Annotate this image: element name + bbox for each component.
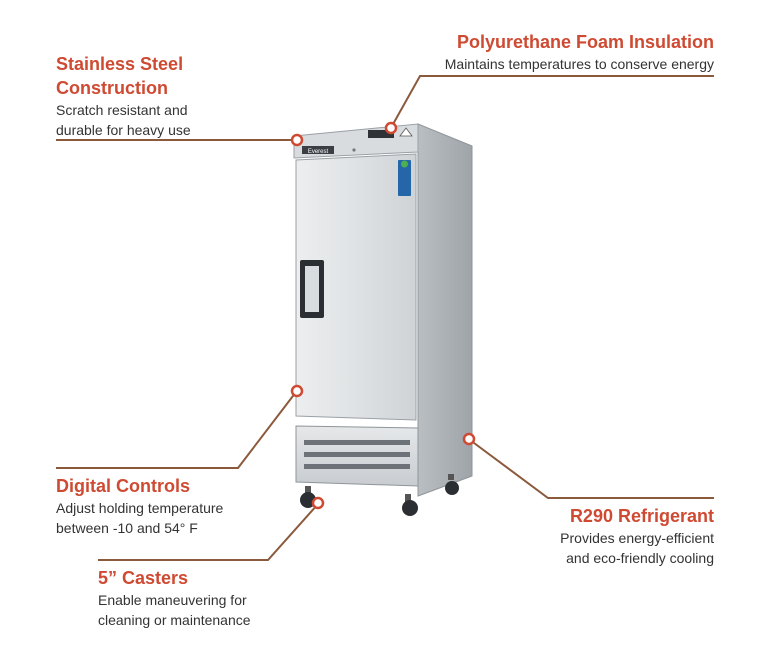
desc-line: Scratch resistant and	[56, 102, 188, 118]
desc-line: Enable maneuvering for	[98, 592, 247, 608]
lock-icon	[352, 148, 356, 152]
brand-badge	[302, 146, 334, 154]
eco-leaf-icon	[401, 160, 408, 168]
anchor-dot-insulation	[384, 121, 398, 135]
callout-digital-controls: Digital Controls Adjust holding temperat…	[56, 474, 276, 538]
freezer-side-panel	[417, 123, 473, 497]
leader-line-insulation	[391, 75, 714, 127]
anchor-dot-controls	[290, 384, 304, 398]
callout-description: Enable maneuvering for cleaning or mainte…	[98, 590, 318, 630]
callout-description: Maintains temperatures to conserve energ…	[444, 56, 714, 72]
title-line: Construction	[56, 78, 168, 98]
callout-title: Polyurethane Foam Insulation	[456, 32, 714, 52]
desc-line: Provides energy-efficient	[560, 530, 714, 546]
desc-line: Adjust holding temperature	[56, 500, 224, 516]
anchor-dot-stainless	[290, 133, 304, 147]
grill-slot	[304, 440, 410, 445]
door-handle	[300, 260, 324, 318]
freezer-door	[295, 153, 417, 421]
digital-display	[368, 130, 394, 138]
anchor-dot-refrigerant	[462, 432, 476, 446]
callout-title: 5” Casters	[98, 568, 189, 588]
callout-refrigerant: R290 Refrigerant Provides energy-efficie…	[520, 504, 714, 568]
callout-insulation: Polyurethane Foam Insulation Maintains t…	[420, 30, 714, 74]
warning-triangle-icon	[399, 127, 413, 137]
grill-slot	[304, 464, 410, 469]
title-line: Stainless Steel	[56, 54, 184, 74]
callout-description: Provides energy-efficient and eco-friendl…	[520, 528, 714, 568]
brand-badge-text: Everest	[308, 149, 329, 155]
desc-line: and eco-friendly cooling	[566, 550, 714, 566]
anchor-dot-casters	[311, 496, 325, 510]
energy-label-icon	[398, 160, 411, 196]
callout-description: Scratch resistant and durable for heavy u…	[56, 100, 256, 140]
leader-line-casters	[98, 503, 319, 561]
callout-casters: 5” Casters Enable maneuvering for cleanin…	[98, 566, 318, 630]
callout-title: R290 Refrigerant	[569, 506, 714, 526]
freezer-top-header: Everest	[293, 123, 419, 159]
compressor-grill	[295, 425, 419, 487]
callout-description: Adjust holding temperature between -10 an…	[56, 498, 276, 538]
desc-line: cleaning or maintenance	[98, 612, 251, 628]
leader-line-refrigerant	[469, 439, 714, 499]
leader-line-controls	[56, 391, 297, 469]
grill-slot	[304, 452, 410, 457]
desc-line: durable for heavy use	[56, 122, 191, 138]
desc-line: between -10 and 54° F	[56, 520, 198, 536]
callout-title: Digital Controls	[56, 476, 190, 496]
